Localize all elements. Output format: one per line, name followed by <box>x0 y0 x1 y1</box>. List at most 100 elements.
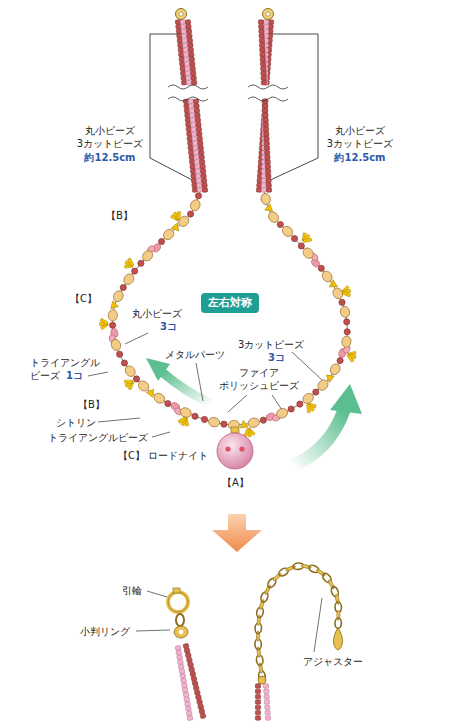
bead-cap <box>231 427 239 433</box>
seed-bead <box>337 358 343 364</box>
fire-polish-bead <box>316 378 330 392</box>
part-label: 【C】 <box>70 292 97 305</box>
break-mark <box>248 97 288 101</box>
part-label: 丸小ビーズ <box>132 307 182 320</box>
triangle-spray <box>123 257 136 271</box>
part-label: メタルパーツ <box>165 348 225 361</box>
seed-bead <box>117 351 123 357</box>
adjuster-link <box>272 572 282 581</box>
part-label: 小判リング <box>80 625 130 638</box>
end-ring <box>176 9 187 20</box>
triangle-spray <box>169 210 183 223</box>
arrow-head <box>330 384 362 414</box>
seed-bead <box>344 329 350 335</box>
fire-polish-bead <box>108 309 118 321</box>
seed-bead <box>339 299 345 305</box>
seed-bead <box>132 268 138 274</box>
seed-bead <box>121 360 127 366</box>
bead-strand <box>263 684 270 721</box>
seed-bead <box>192 413 198 419</box>
triangle-spray <box>177 415 191 428</box>
seed-bead <box>344 319 350 325</box>
spring-ring-outline <box>168 592 188 612</box>
seed-bead <box>187 211 193 217</box>
bracket <box>150 34 196 182</box>
spring-ring <box>168 592 188 612</box>
seed-bead <box>288 406 294 412</box>
triangle-spray <box>341 285 352 298</box>
part-label: 丸小ビーズ 3カットビーズ <box>322 124 398 150</box>
direction-arrow <box>292 410 344 466</box>
down-arrow <box>212 514 262 552</box>
fire-polish-bead <box>341 335 352 347</box>
part-label: シトリン <box>56 416 96 429</box>
bead-strand <box>256 20 274 193</box>
chain-link <box>176 614 184 626</box>
triangle-bead <box>239 420 248 428</box>
seed-bead <box>165 400 171 406</box>
seed-bead <box>318 265 324 271</box>
seed-bead <box>110 322 116 328</box>
break-mark <box>168 97 208 101</box>
bead-strand <box>180 20 203 193</box>
triangle-spray <box>299 231 314 245</box>
fire-polish-bead <box>110 338 122 351</box>
triangle-bead <box>111 301 120 311</box>
part-label: 約12.5cm <box>322 151 398 164</box>
part-label: トライアングルビーズ <box>48 431 148 444</box>
seed-bead <box>221 421 227 427</box>
bead-strand <box>255 684 260 720</box>
ring-tab <box>173 588 180 593</box>
seed-bead <box>297 401 303 407</box>
ring-hole <box>179 12 183 16</box>
part-label: 約12.5cm <box>72 151 148 164</box>
ring-hole <box>266 12 270 16</box>
oval-ring <box>174 626 188 638</box>
seed-bead <box>120 284 126 290</box>
note-text: 左右対称 <box>208 296 252 310</box>
part-label: 1コ <box>66 369 83 382</box>
bead-strand <box>185 20 208 193</box>
part-label: 3カットビーズ <box>238 338 304 351</box>
fire-polish-bead <box>179 406 193 419</box>
fire-polish-bead <box>247 417 260 428</box>
part-label: 3コ <box>160 320 177 333</box>
seed-bead <box>260 417 266 423</box>
break-mark <box>248 85 288 89</box>
ring-hole <box>179 630 184 635</box>
break-mark <box>168 85 208 89</box>
bead-spot <box>225 446 230 451</box>
part-label: 丸小ビーズ 3カットビーズ <box>72 124 148 150</box>
part-label: ロードナイト <box>148 449 208 462</box>
adjuster-link <box>335 618 342 629</box>
fire-polish-bead <box>266 210 280 224</box>
end-ring <box>258 676 266 684</box>
fire-polish-bead <box>275 407 289 420</box>
fire-polish-bead <box>328 362 342 376</box>
part-label: アジャスター <box>303 655 363 668</box>
seed-bead <box>298 243 304 249</box>
part-label: 【B】 <box>106 209 133 222</box>
fire-polish-bead <box>152 391 166 405</box>
seed-bead <box>138 260 144 266</box>
part-label: 【C】 <box>118 449 145 462</box>
part-label: ファイア ポリッシュビーズ <box>214 366 304 392</box>
fire-polish-bead <box>112 289 125 303</box>
end-ring <box>263 9 274 20</box>
seed-bead <box>313 389 319 395</box>
triangle-spray <box>303 400 318 414</box>
bead-strand <box>258 20 271 193</box>
fire-polish-bead <box>136 379 150 393</box>
seed-bead <box>201 416 207 422</box>
part-label: 引輪 <box>122 584 142 597</box>
note-box: 左右対称 <box>201 293 259 313</box>
necklace-loop <box>99 190 357 438</box>
seed-bead <box>158 238 164 244</box>
fire-polish-bead <box>339 305 351 318</box>
bead-strand <box>175 645 193 720</box>
part-label: 【A】 <box>222 476 249 489</box>
wire <box>113 190 348 425</box>
part-label: 【B】 <box>78 398 105 411</box>
bead-spot <box>239 446 244 451</box>
